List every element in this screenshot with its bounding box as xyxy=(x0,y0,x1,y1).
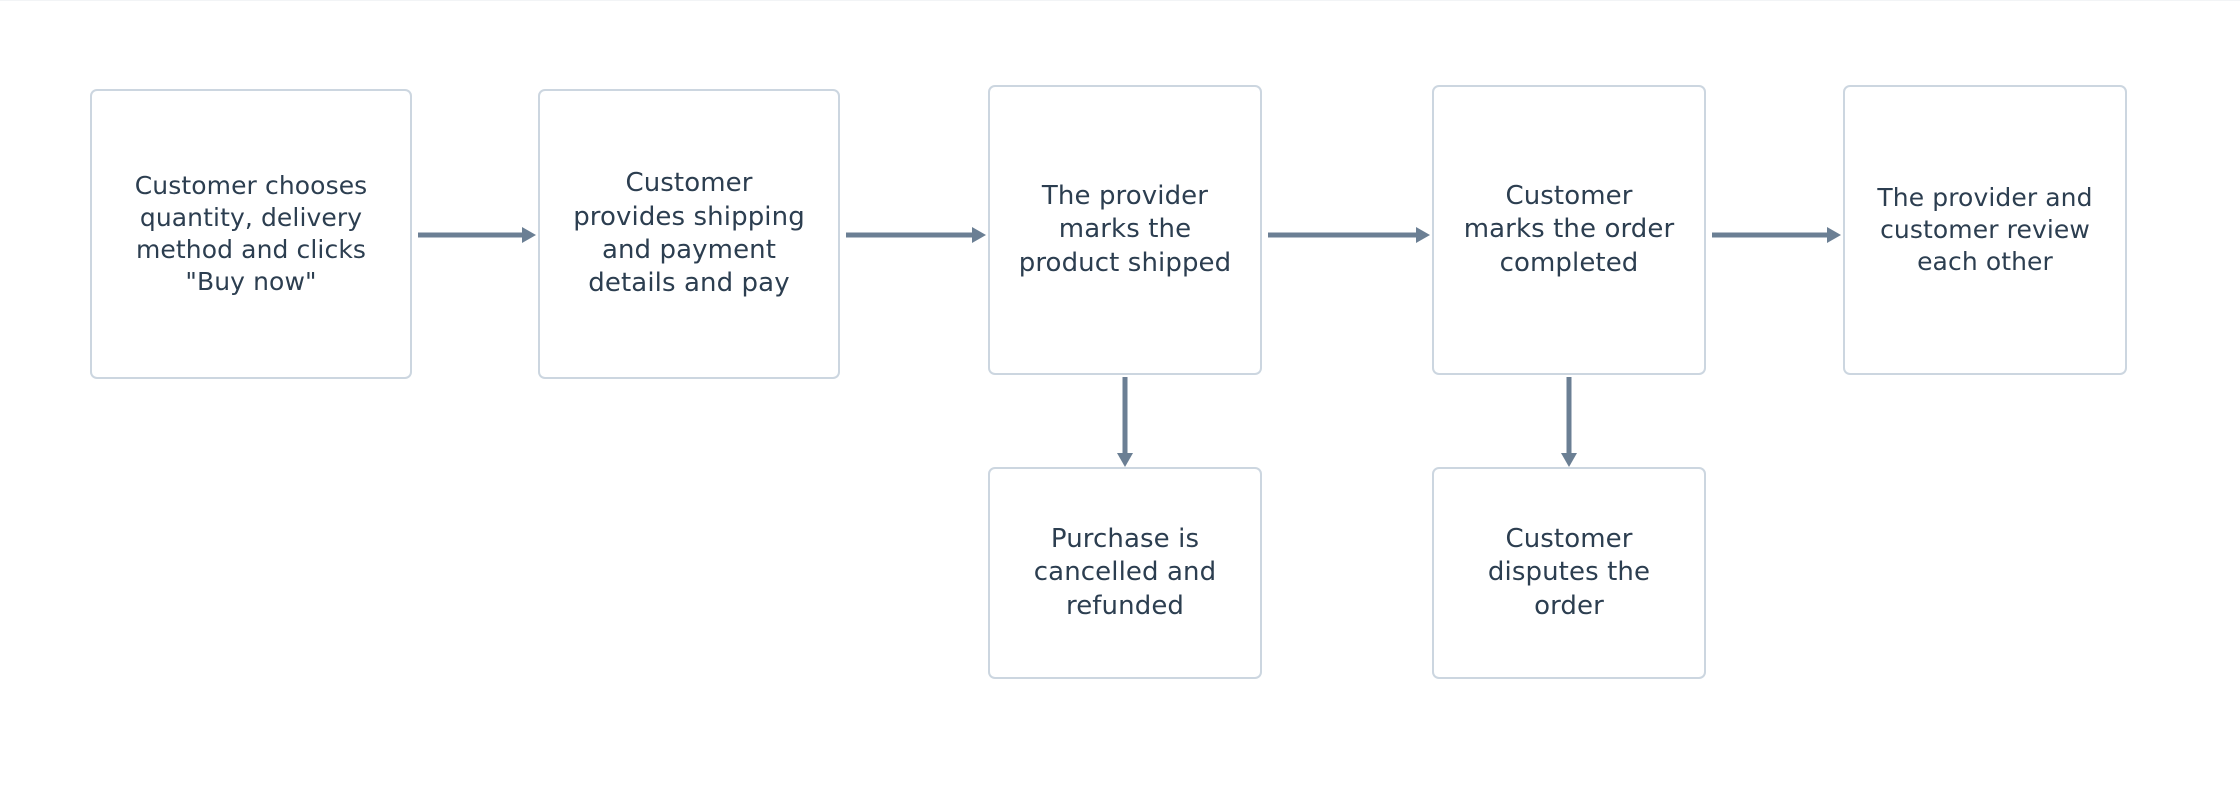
flow-node-label: Customer disputes the order xyxy=(1487,524,1651,621)
flow-node-label: The provider marks the product shipped xyxy=(1018,181,1232,278)
flow-node-provider-marks-shipped[interactable]: The provider marks the product shipped xyxy=(988,85,1262,375)
flow-node-label: The provider and customer review each ot… xyxy=(1877,183,2093,276)
flow-node-customer-chooses[interactable]: Customer chooses quantity, delivery meth… xyxy=(90,89,412,379)
flow-node-label: Customer marks the order completed xyxy=(1463,181,1675,278)
flow-node-review-each-other[interactable]: The provider and customer review each ot… xyxy=(1843,85,2127,375)
flow-node-label: Purchase is cancelled and refunded xyxy=(1033,524,1217,621)
arrow-right-icon xyxy=(418,227,536,243)
flow-node-customer-marks-completed[interactable]: Customer marks the order completed xyxy=(1432,85,1706,375)
flow-node-customer-disputes-order[interactable]: Customer disputes the order xyxy=(1432,467,1706,679)
arrow-down-icon xyxy=(1561,377,1577,467)
flow-node-label: Customer provides shipping and payment d… xyxy=(573,168,805,299)
flow-node-label: Customer chooses quantity, delivery meth… xyxy=(134,171,368,296)
arrow-down-icon xyxy=(1117,377,1133,467)
flow-node-customer-provides-details[interactable]: Customer provides shipping and payment d… xyxy=(538,89,840,379)
arrow-right-icon xyxy=(846,227,986,243)
flow-node-purchase-cancelled-refunded[interactable]: Purchase is cancelled and refunded xyxy=(988,467,1262,679)
arrow-right-icon xyxy=(1712,227,1841,243)
arrow-right-icon xyxy=(1268,227,1430,243)
